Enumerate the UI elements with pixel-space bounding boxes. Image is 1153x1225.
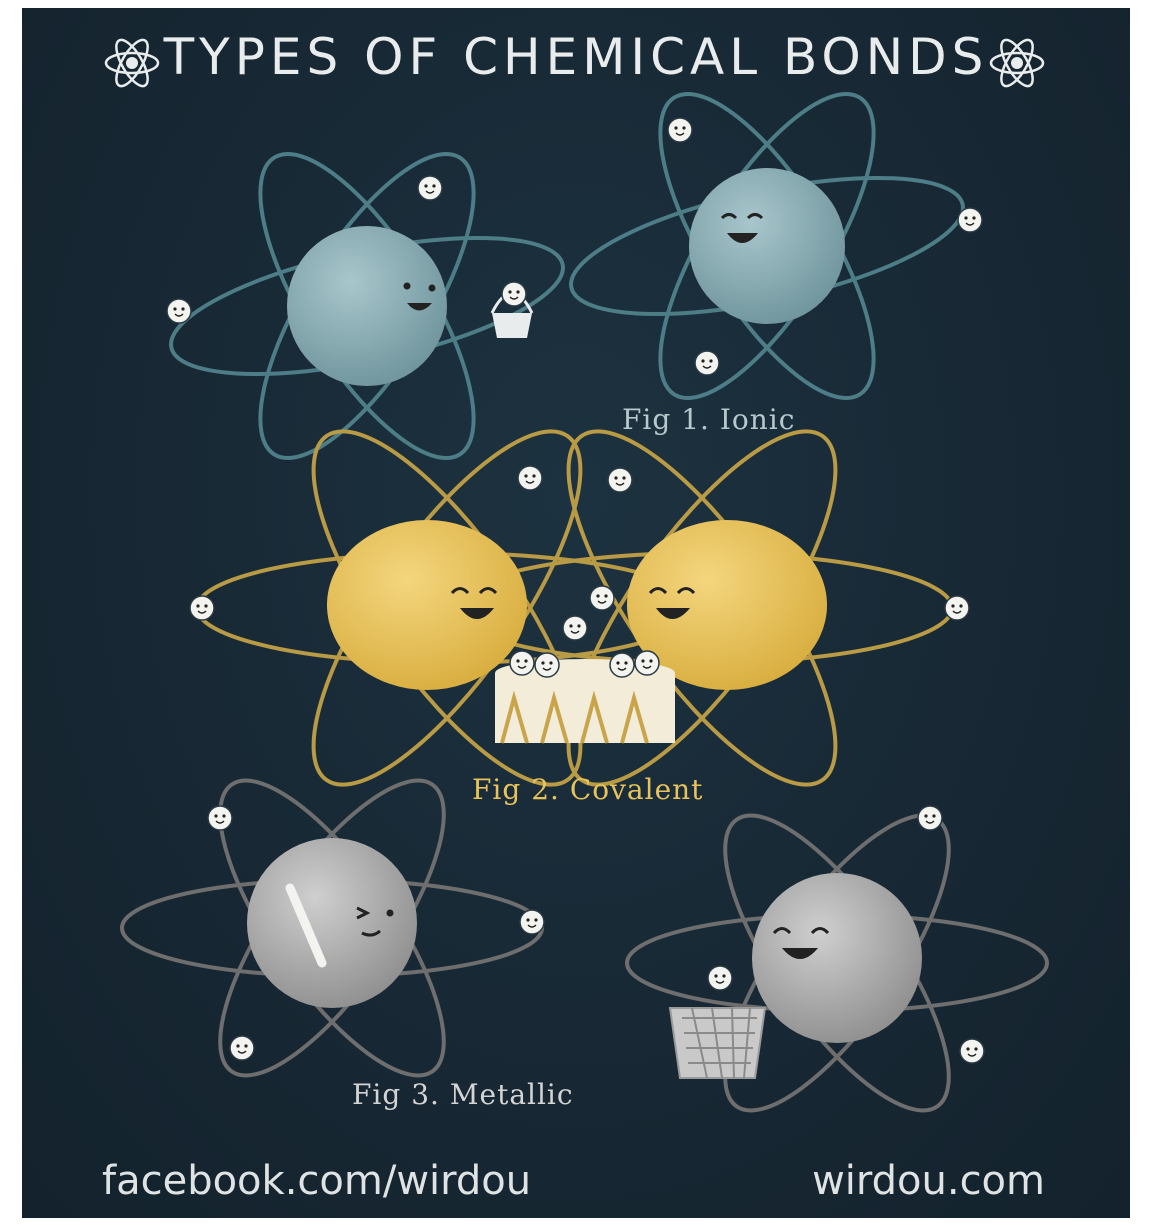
ionic-nucleus-right [689,168,845,324]
ionic-face-left [403,282,436,311]
electron [917,805,943,831]
electron [634,650,660,676]
footer-facebook-link[interactable]: facebook.com/wirdou [102,1158,532,1204]
metallic-face-left [356,906,394,937]
electron [166,298,192,324]
poster: TYPES OF CHEMICAL BONDS Fig 1. Ionic Fig… [22,8,1130,1218]
electron [589,585,615,611]
covalent-nucleus-right [627,520,827,690]
footer-website-link[interactable]: wirdou.com [812,1158,1045,1204]
metallic-nucleus-left [247,838,417,1008]
electron [417,175,443,201]
electron [707,965,733,991]
page-title: TYPES OF CHEMICAL BONDS [163,28,989,86]
electron [229,1035,255,1061]
electron [944,595,970,621]
electron [959,1038,985,1064]
metallic-face-right [772,927,830,959]
caption-covalent: Fig 2. Covalent [472,773,704,806]
baseball-bat-icon [285,883,327,968]
electron [694,350,720,376]
electron [519,909,545,935]
electron [509,650,535,676]
ionic-face-right [720,213,764,243]
electron [607,467,633,493]
covalent-face-left [450,587,498,619]
electron [957,207,983,233]
electron [562,615,588,641]
electron [207,805,233,831]
electron [517,465,543,491]
illustration [104,34,1049,1113]
caption-ionic: Fig 1. Ionic [622,403,796,436]
electron [501,281,527,307]
electron [534,652,560,678]
electron [667,117,693,143]
covalent-nucleus-left [327,520,527,690]
ionic-nucleus-left [287,226,447,386]
electron [189,595,215,621]
metallic-nucleus-right [752,873,922,1043]
trash-basket-icon [668,1007,767,1079]
caption-metallic: Fig 3. Metallic [352,1078,574,1111]
electron [609,652,635,678]
covalent-face-right [648,587,696,619]
